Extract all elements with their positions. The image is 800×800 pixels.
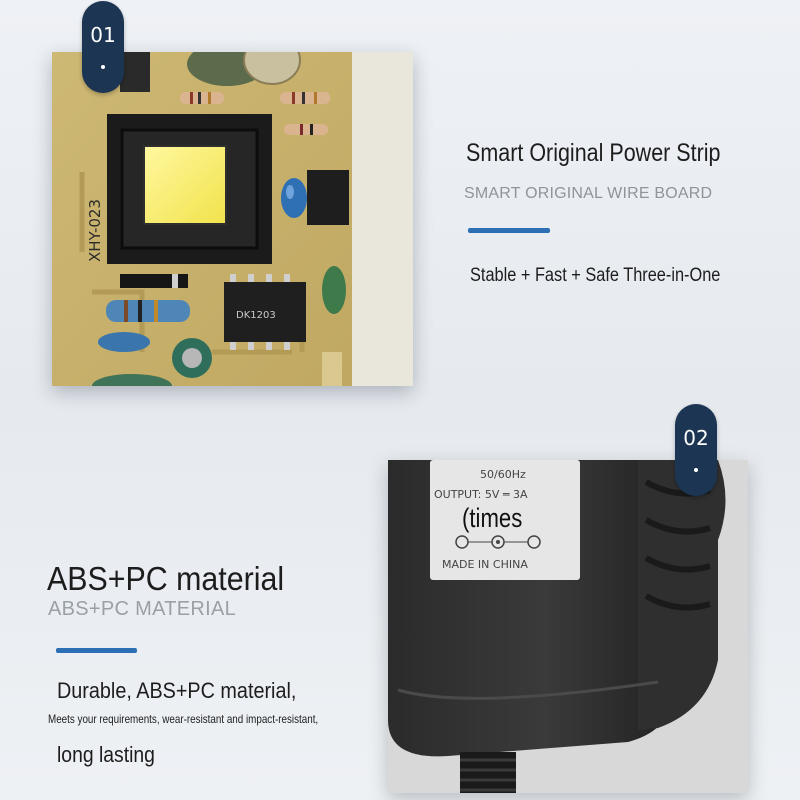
section-title: ABS+PC material bbox=[47, 560, 285, 597]
feature-section-material: 50/60Hz OUTPUT: 5V ═ 3A MADE IN CHINA 02… bbox=[0, 400, 800, 800]
section-body-text: Stable + Fast + Safe Three-in-One bbox=[470, 265, 721, 286]
circuit-board-photo: XHY-023 DK1203 bbox=[52, 52, 413, 386]
adapter-label-frequency: 50/60Hz bbox=[480, 468, 526, 481]
board-silkscreen-label: XHY-023 bbox=[86, 199, 104, 262]
section-title: Smart Original Power Strip bbox=[466, 139, 721, 167]
step-badge-01: 01 bbox=[82, 1, 124, 93]
step-badge-02: 02 bbox=[675, 404, 717, 496]
chip-marking: DK1203 bbox=[236, 310, 276, 321]
badge-dot bbox=[101, 65, 105, 69]
feature-line-requirements: Meets your requirements, wear-resistant … bbox=[48, 712, 319, 726]
feature-line-long-lasting: long lasting bbox=[57, 742, 155, 767]
section-subtitle: SMART ORIGINAL WIRE BOARD bbox=[464, 185, 713, 202]
overlay-text: (times bbox=[462, 503, 523, 533]
accent-divider bbox=[468, 228, 550, 233]
adapter-label-output: OUTPUT: 5V ═ 3A bbox=[434, 488, 528, 501]
badge-number: 01 bbox=[90, 23, 116, 47]
adapter-label-origin: MADE IN CHINA bbox=[442, 558, 528, 571]
badge-dot bbox=[694, 468, 698, 472]
section-subtitle: ABS+PC MATERIAL bbox=[48, 598, 237, 620]
adapter-photo: 50/60Hz OUTPUT: 5V ═ 3A MADE IN CHINA bbox=[388, 460, 748, 793]
badge-number: 02 bbox=[683, 426, 709, 450]
feature-section-circuit-board: XHY-023 DK1203 bbox=[52, 1, 721, 386]
accent-divider bbox=[56, 648, 137, 653]
feature-line-durable: Durable, ABS+PC material, bbox=[57, 678, 297, 703]
